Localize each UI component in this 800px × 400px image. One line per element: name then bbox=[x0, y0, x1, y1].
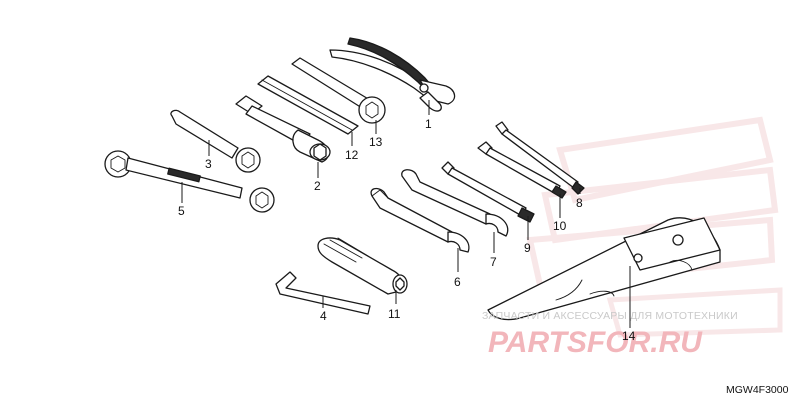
watermark-tagline: ЗАПЧАСТИ И АКСЕССУАРЫ ДЛЯ МОТОТЕХНИКИ bbox=[482, 310, 738, 322]
screwdriver-10 bbox=[477, 141, 567, 199]
diagram-code: MGW4F3000 bbox=[726, 384, 789, 396]
offset-ring-spanner bbox=[104, 150, 275, 213]
callout-6: 6 bbox=[454, 275, 461, 289]
callout-5: 5 bbox=[178, 204, 185, 218]
callout-13: 13 bbox=[369, 135, 383, 149]
callout-9: 9 bbox=[524, 241, 531, 255]
screwdriver-8 bbox=[495, 121, 585, 195]
callout-1: 1 bbox=[425, 117, 432, 131]
hex-key-wrench bbox=[275, 271, 371, 315]
ring-wrench-handle bbox=[291, 57, 386, 124]
ring-spanner-short bbox=[170, 109, 261, 173]
watermark-logo: PARTSFOR.RU bbox=[488, 326, 703, 359]
pliers bbox=[329, 37, 456, 112]
callout-10: 10 bbox=[553, 219, 567, 233]
callout-11: 11 bbox=[388, 307, 401, 321]
callout-12: 12 bbox=[345, 148, 359, 162]
box-socket-wrench bbox=[235, 95, 331, 163]
callout-3: 3 bbox=[205, 157, 212, 171]
open-end-spanner-a bbox=[370, 187, 470, 253]
callout-7: 7 bbox=[490, 255, 497, 269]
leader-lines bbox=[181, 100, 631, 328]
callout-14: 14 bbox=[622, 329, 636, 343]
screwdriver-handle bbox=[317, 237, 408, 295]
extension-bar bbox=[257, 75, 359, 135]
screwdriver-9 bbox=[441, 161, 535, 223]
open-end-spanner-b bbox=[401, 169, 509, 237]
tool-bag bbox=[487, 217, 721, 321]
callout-4: 4 bbox=[320, 309, 327, 323]
watermark: ЗАПЧАСТИ И АКСЕССУАРЫ ДЛЯ МОТОТЕХНИКИ PA… bbox=[482, 310, 738, 359]
callout-8: 8 bbox=[576, 196, 583, 210]
callout-2: 2 bbox=[314, 179, 321, 193]
callout-labels: 1 2 3 4 5 6 7 8 9 10 11 12 13 14 bbox=[178, 117, 636, 343]
